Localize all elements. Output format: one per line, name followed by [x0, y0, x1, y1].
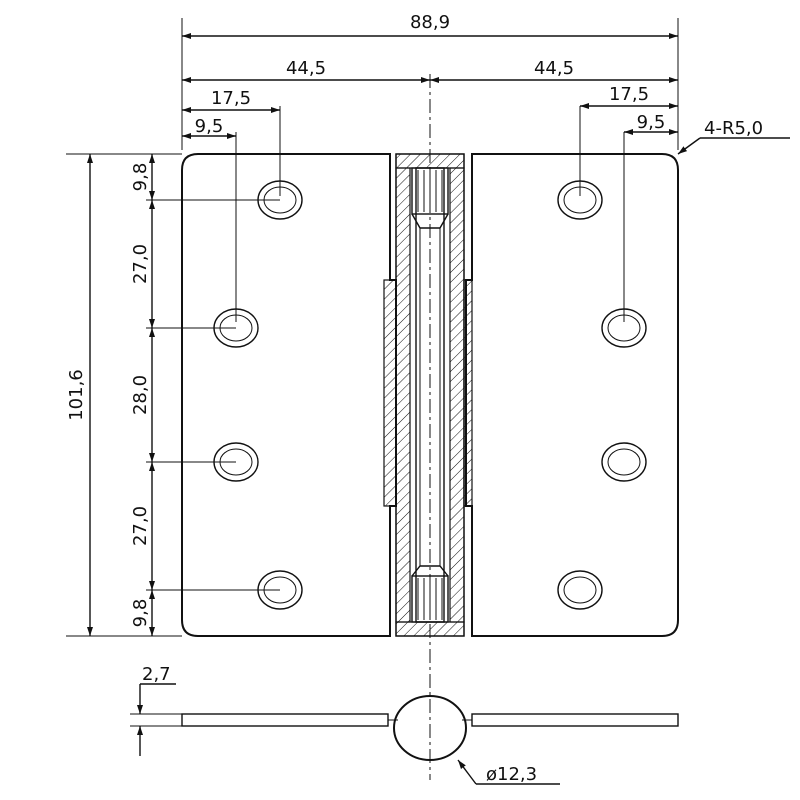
right-leaf-holes [557, 180, 647, 610]
top-dimensions: 88,9 44,5 44,5 17,5 9,5 17,5 9,5 4-R5,0 [181, 12, 790, 780]
dim-pitch-top-edge: 9,8 [130, 163, 151, 192]
right-leaf [465, 153, 679, 637]
dim-hole-offset-outer-right: 17,5 [609, 84, 649, 105]
dim-hole-offset-inner-left: 9,5 [195, 116, 224, 137]
dim-pitch-bottom-edge: 9,8 [130, 599, 151, 628]
left-dimensions: 101,6 9,8 27,0 28,0 27,0 9,8 [66, 153, 280, 637]
side-view: 2,7 ø12,3 [130, 664, 679, 785]
dim-pitch-1: 27,0 [130, 244, 151, 284]
dim-pitch-2: 28,0 [130, 375, 151, 415]
dim-overall-height: 101,6 [66, 369, 87, 421]
dim-overall-width: 88,9 [410, 12, 450, 33]
left-leaf-holes [213, 180, 303, 610]
dim-knuckle-diameter: ø12,3 [486, 764, 537, 785]
left-leaf [181, 153, 397, 637]
dim-pitch-3: 27,0 [130, 506, 151, 546]
dim-corner-radius: 4-R5,0 [704, 118, 763, 139]
dim-hole-offset-inner-right: 9,5 [637, 112, 666, 133]
pin-head-top-knurl [417, 170, 443, 212]
dim-leaf-thickness: 2,7 [142, 664, 171, 685]
dim-half-width-right: 44,5 [534, 58, 574, 79]
dim-hole-offset-outer-left: 17,5 [211, 88, 251, 109]
dim-half-width-left: 44,5 [286, 58, 326, 79]
pin-head-bottom-knurl [417, 578, 443, 620]
knuckle-section [383, 153, 473, 637]
